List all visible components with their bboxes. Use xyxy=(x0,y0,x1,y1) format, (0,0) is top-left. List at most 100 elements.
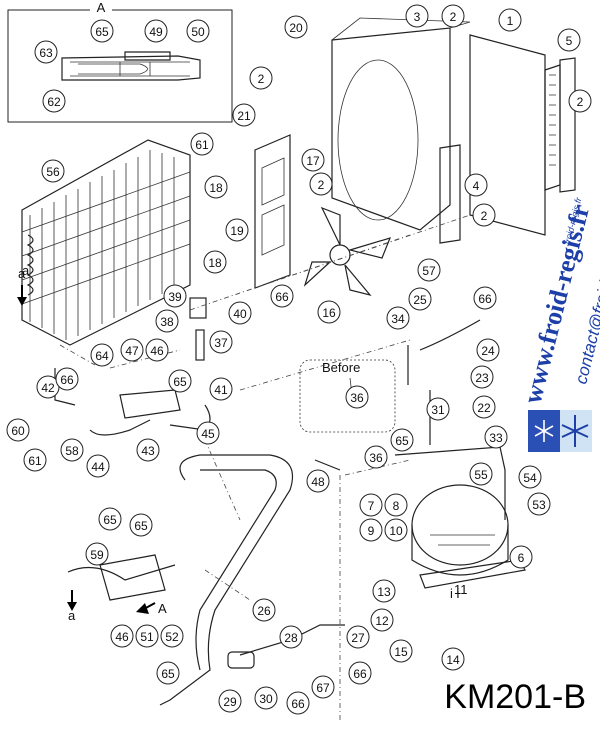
piping xyxy=(54,319,506,706)
callout-39: 39 xyxy=(163,284,187,308)
callout-34: 34 xyxy=(386,306,410,330)
callout-number: 62 xyxy=(47,95,61,109)
callout-46: 46 xyxy=(110,624,134,648)
callout-48: 48 xyxy=(306,469,330,493)
callout-number: 40 xyxy=(233,307,247,321)
callout-number: 7 xyxy=(368,499,375,513)
callout-number: 6 xyxy=(518,551,525,565)
callout-66: 66 xyxy=(55,367,79,391)
callout-65: 65 xyxy=(168,369,192,393)
callout-number: 26 xyxy=(257,604,271,618)
callout-40: 40 xyxy=(228,301,252,325)
callout-46: 46 xyxy=(145,338,169,362)
callout-17: 17 xyxy=(301,148,325,172)
callout-number: 51 xyxy=(140,630,154,644)
callout-number: 30 xyxy=(259,692,273,706)
leader-lines xyxy=(59,214,471,720)
callout-number: 56 xyxy=(46,165,60,179)
callout-49: 49 xyxy=(144,19,168,43)
callout-22: 22 xyxy=(472,395,496,419)
valve-marks: i i xyxy=(450,586,460,601)
callout-66: 66 xyxy=(286,691,310,715)
model-code: KM201-B xyxy=(444,678,586,716)
fan-blade-16 xyxy=(303,206,392,297)
callout-66: 66 xyxy=(348,661,372,685)
callout-number: 19 xyxy=(230,224,244,238)
callout-59: 59 xyxy=(85,542,109,566)
callout-number: 65 xyxy=(161,667,175,681)
callout-36: 36 xyxy=(364,445,388,469)
callout-number: 17 xyxy=(306,154,320,168)
callout-16: 16 xyxy=(317,300,341,324)
direction-arrows: a a A i i xyxy=(17,266,460,623)
callout-44: 44 xyxy=(86,454,110,478)
callout-2: 2 xyxy=(441,4,465,28)
callout-31: 31 xyxy=(426,397,450,421)
callout-number: 45 xyxy=(201,427,215,441)
callout-20: 20 xyxy=(284,15,308,39)
callout-28: 28 xyxy=(279,625,303,649)
callout-number: 25 xyxy=(413,293,427,307)
callout-18: 18 xyxy=(203,250,227,274)
callout-number: 57 xyxy=(422,264,436,278)
callout-number: 41 xyxy=(214,383,228,397)
watermark: www.froid-regis.fr contact@froid-regis.f… xyxy=(518,196,600,452)
callout-number: 4 xyxy=(473,179,480,193)
callout-65: 65 xyxy=(98,507,122,531)
callout-number: 22 xyxy=(477,401,491,415)
callout-number: 49 xyxy=(149,25,163,39)
callout-67: 67 xyxy=(311,675,335,699)
arrow-label-A: A xyxy=(158,601,167,616)
callout-25: 25 xyxy=(408,287,432,311)
callout-12: 12 xyxy=(370,608,394,632)
callout-66: 66 xyxy=(270,284,294,308)
callout-number: 61 xyxy=(195,138,209,152)
callout-number: 64 xyxy=(95,349,109,363)
callout-38: 38 xyxy=(155,309,179,333)
callout-number: 65 xyxy=(95,25,109,39)
callout-number: 28 xyxy=(284,631,298,645)
callout-63: 63 xyxy=(34,40,58,64)
watermark-snowflake-logo xyxy=(528,410,592,452)
callout-number: 61 xyxy=(28,454,42,468)
callout-64: 64 xyxy=(90,343,114,367)
callout-number: 54 xyxy=(523,471,537,485)
callout-number: 29 xyxy=(223,695,237,709)
callout-number: 16 xyxy=(322,306,336,320)
callout-2: 2 xyxy=(249,66,273,90)
callout-hidden-11: 11 xyxy=(454,582,468,597)
callout-61: 61 xyxy=(23,448,47,472)
callout-number: 48 xyxy=(311,475,325,489)
callout-number: 37 xyxy=(214,336,228,350)
callout-number: 10 xyxy=(389,524,403,538)
callout-number: 58 xyxy=(65,444,79,458)
fan-bracket-17 xyxy=(254,134,291,289)
compressor-6 xyxy=(411,484,526,589)
side-frames xyxy=(439,34,576,244)
callout-14: 14 xyxy=(441,647,465,671)
callout-66: 66 xyxy=(473,286,497,310)
callout-50: 50 xyxy=(186,19,210,43)
callout-19: 19 xyxy=(225,218,249,242)
callout-37: 37 xyxy=(209,330,233,354)
callout-29: 29 xyxy=(218,689,242,713)
callout-1: 1 xyxy=(498,8,522,32)
callout-number: 31 xyxy=(431,403,445,417)
callout-number: 39 xyxy=(168,290,182,304)
callout-number: 12 xyxy=(375,614,389,628)
callout-number: 43 xyxy=(141,444,155,458)
callout-4: 4 xyxy=(464,173,488,197)
callout-number: 66 xyxy=(291,697,305,711)
callout-number: 50 xyxy=(191,25,205,39)
detail-a-inset: A xyxy=(7,0,233,123)
callout-55: 55 xyxy=(469,462,493,486)
callout-13: 13 xyxy=(372,579,396,603)
callout-number: 65 xyxy=(173,375,187,389)
callout-number: 13 xyxy=(377,585,391,599)
callout-6: 6 xyxy=(509,545,533,569)
callout-15: 15 xyxy=(389,639,413,663)
callout-number: 5 xyxy=(566,34,573,48)
callout-24: 24 xyxy=(476,338,500,362)
